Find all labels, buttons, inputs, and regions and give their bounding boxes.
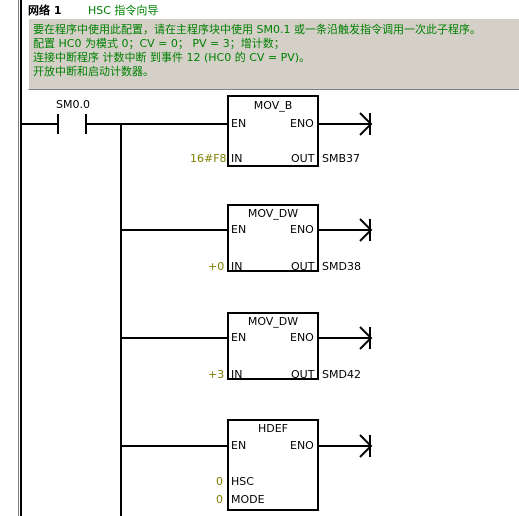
- pin-mode: MODE: [231, 493, 265, 506]
- network-description[interactable]: HSC 指令向导: [88, 4, 159, 17]
- network-comment[interactable]: 要在程序中使用此配置，请在主程序块中使用 SM0.1 或一条沿触发指令调用一次此…: [28, 18, 519, 90]
- pin-out: OUT: [291, 152, 315, 165]
- pin-eno: ENO: [290, 439, 314, 452]
- pin-in: IN: [231, 368, 243, 381]
- operand-out[interactable]: SMB37: [322, 152, 361, 165]
- comment-line: 要在程序中使用此配置，请在主程序块中使用 SM0.1 或一条沿触发指令调用一次此…: [33, 23, 481, 36]
- network-title[interactable]: 网络 1: [28, 4, 62, 17]
- operand-mode[interactable]: 0: [216, 493, 223, 506]
- contact-label[interactable]: SM0.0: [56, 98, 90, 111]
- pin-en: EN: [231, 223, 247, 236]
- operand-in[interactable]: +3: [208, 368, 225, 381]
- pin-eno: ENO: [290, 117, 314, 130]
- operand-in[interactable]: 16#F8: [190, 152, 227, 165]
- power-rail: [20, 0, 22, 516]
- pin-en: EN: [231, 439, 247, 452]
- comment-line: 连接中断程序 计数中断 到事件 12 (HC0 的 CV = PV)。: [33, 51, 311, 64]
- box-title: MOV_DW: [247, 207, 299, 220]
- box-title: MOV_DW: [247, 315, 299, 328]
- box-mov-b[interactable]: [227, 95, 319, 167]
- operand-in[interactable]: +0: [208, 260, 225, 273]
- pin-in: IN: [231, 152, 243, 165]
- pin-hsc: HSC: [231, 475, 254, 488]
- pin-en: EN: [231, 117, 247, 130]
- comment-line: 开放中断和启动计数器。: [33, 65, 154, 78]
- box-title: MOV_B: [253, 99, 293, 112]
- pin-en: EN: [231, 331, 247, 344]
- box-hdef[interactable]: [227, 419, 319, 511]
- contact-sm0-0[interactable]: [22, 114, 87, 134]
- comment-line: 配置 HC0 为模式 0；CV = 0； PV = 3；增计数；: [33, 37, 285, 50]
- operand-out[interactable]: SMD42: [322, 368, 361, 381]
- pin-eno: ENO: [290, 331, 314, 344]
- pin-out: OUT: [291, 368, 315, 381]
- operand-out[interactable]: SMD38: [322, 260, 361, 273]
- box-mov-dw-2[interactable]: [227, 312, 319, 380]
- box-title: HDEF: [257, 422, 289, 435]
- box-mov-dw-1[interactable]: [227, 204, 319, 272]
- pin-out: OUT: [291, 260, 315, 273]
- operand-hsc[interactable]: 0: [216, 475, 223, 488]
- pin-eno: ENO: [290, 223, 314, 236]
- left-gutter: [0, 0, 19, 516]
- pin-in: IN: [231, 260, 243, 273]
